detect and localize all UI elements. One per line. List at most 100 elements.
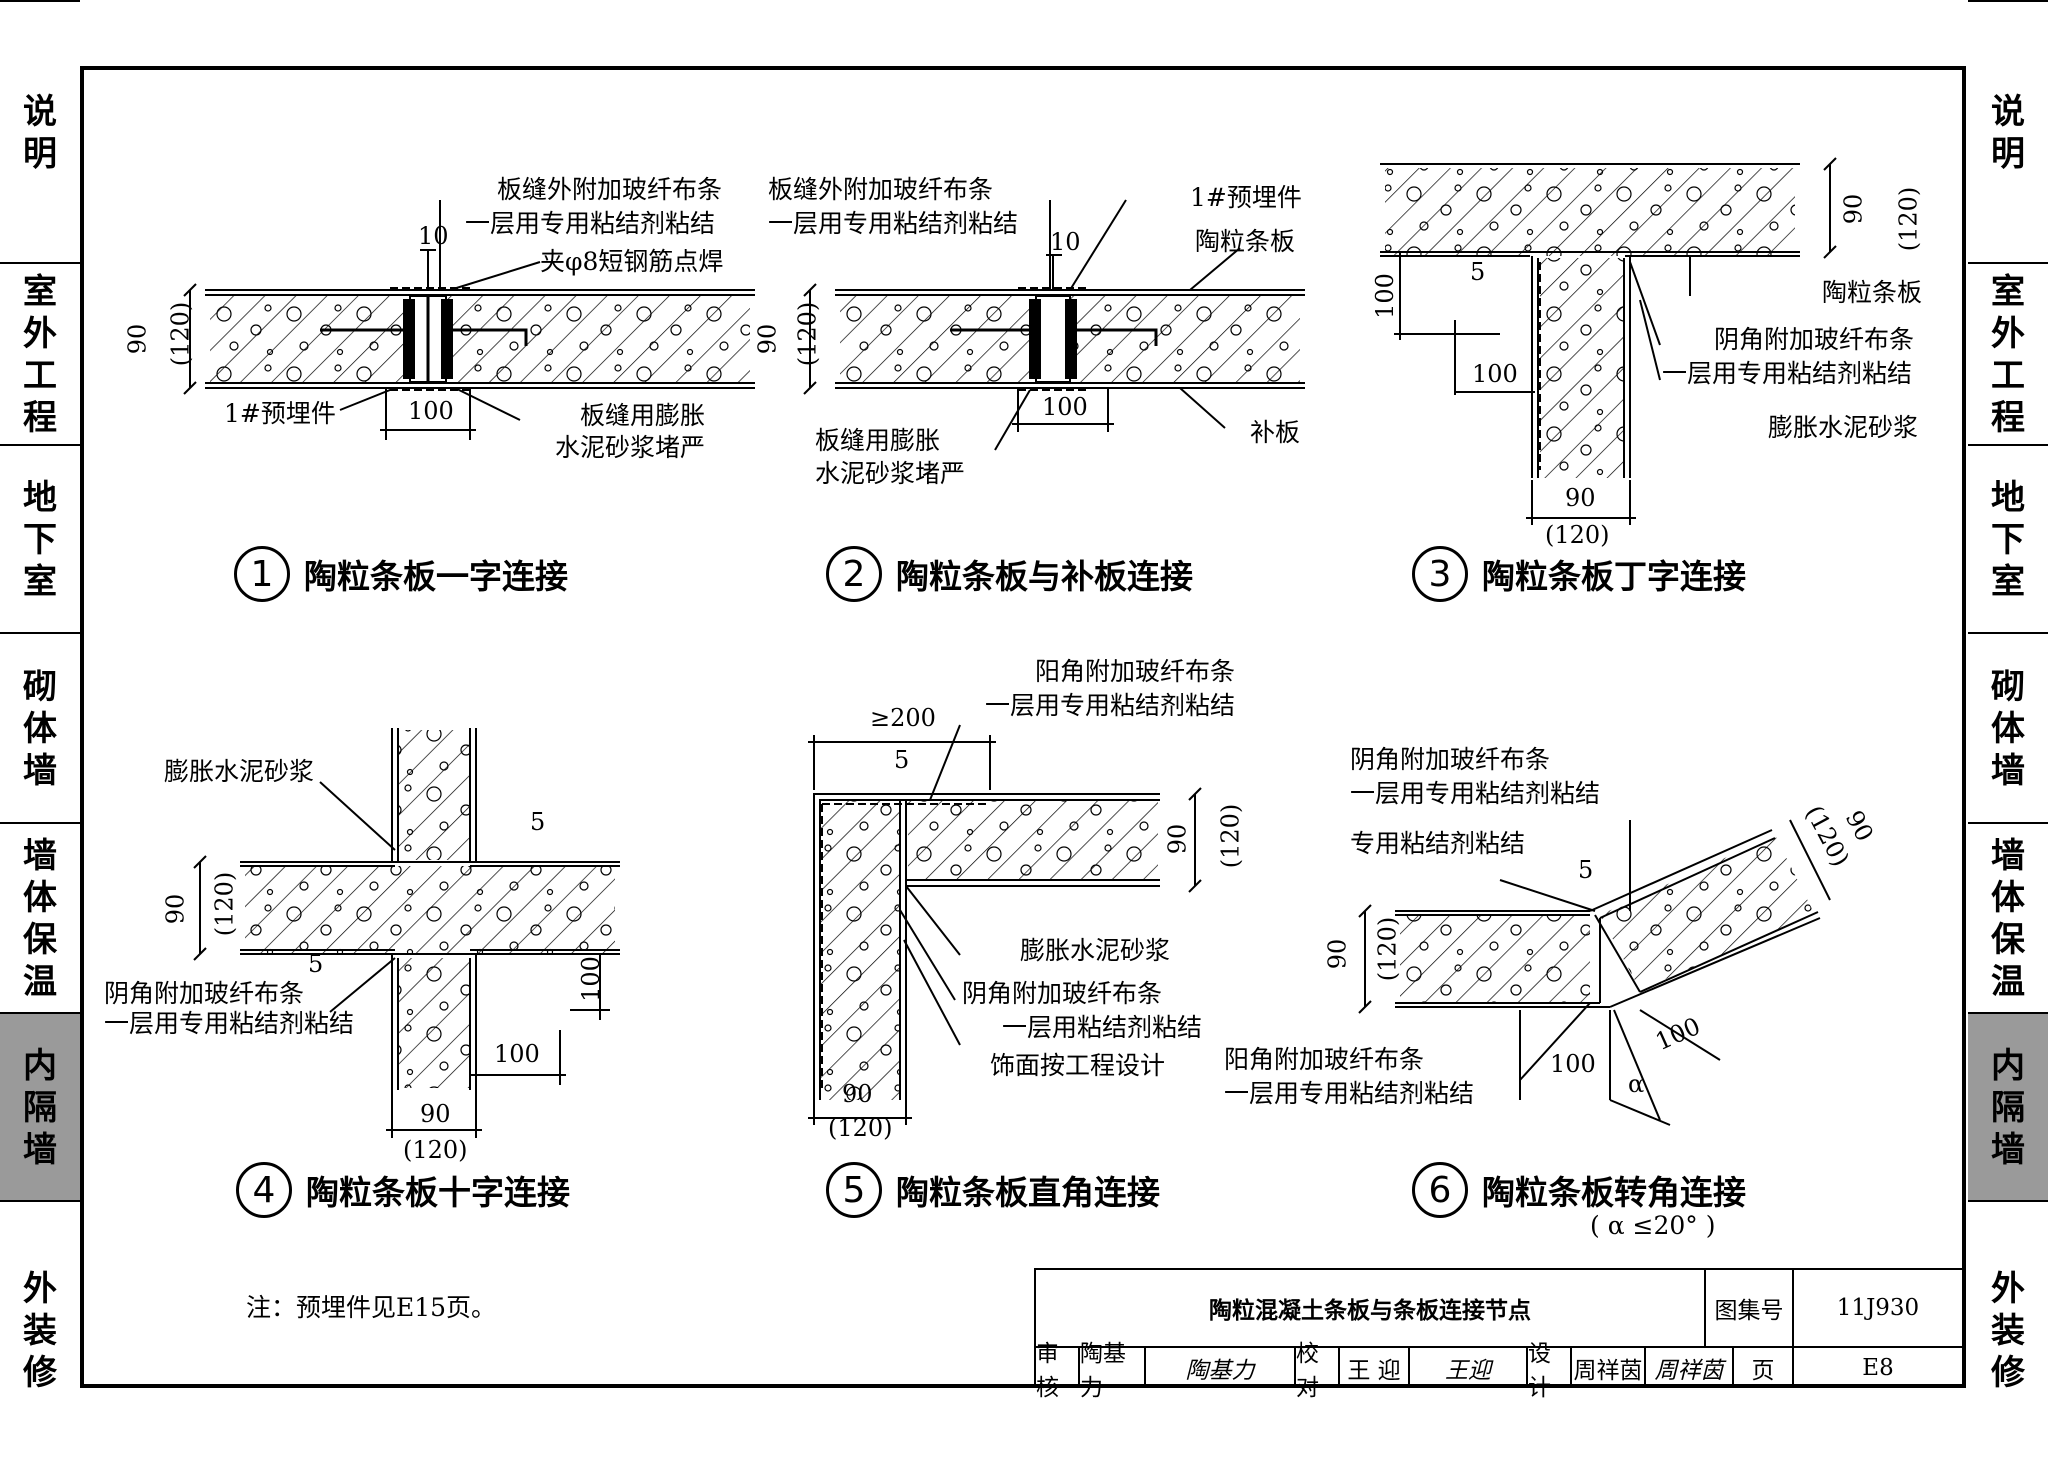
d4-dim-thick: 90	[161, 893, 190, 925]
section-tab-char: 墙	[1991, 836, 2025, 876]
section-tab-6[interactable]: 外装修	[1968, 1200, 2048, 1460]
d1-label-grout-1: 板缝用膨胀	[580, 401, 706, 430]
d6-label-fiber-strip: 阴角附加玻纤布条	[1350, 745, 1551, 774]
d2-label-patch: 补板	[1250, 418, 1301, 447]
section-tab-char: 墙	[1991, 751, 2025, 791]
d4-dim-strip-h: 100	[494, 1040, 540, 1068]
detail-1-drawing	[183, 200, 755, 440]
d2-dim-width: 100	[1042, 393, 1088, 421]
design-label: 设计	[1526, 1341, 1570, 1401]
d6-label-outer-strip: 阳角附加玻纤布条	[1224, 1045, 1425, 1074]
d1-label-fiber-strip: 板缝外附加玻纤布条	[497, 175, 723, 204]
section-tab-char: 外	[23, 1269, 57, 1309]
d2-label-panel: 陶粒条板	[1195, 227, 1296, 256]
section-tab-char: 墙	[23, 751, 57, 791]
checker-name: 王 迎	[1338, 1346, 1408, 1388]
section-tab-4[interactable]: 墙体保温	[1968, 822, 2048, 1014]
section-tab-3[interactable]: 砌体墙	[0, 632, 80, 824]
section-tab-4[interactable]: 墙体保温	[0, 822, 80, 1014]
drawing-title: 陶粒混凝土条板与条板连接节点	[1034, 1268, 1704, 1346]
d3-dim-wall: 90	[1565, 484, 1596, 512]
atlas-number: 11J930	[1792, 1268, 1964, 1346]
d5-dim-lap: ≥200	[870, 704, 936, 732]
section-tab-char: 程	[23, 398, 57, 438]
caption-detail-1-text: 陶粒条板一字连接	[304, 557, 568, 596]
section-tab-char: 室	[1991, 272, 2025, 312]
d3-label-panel: 陶粒条板	[1822, 278, 1923, 307]
checker-signature: 王迎	[1408, 1346, 1526, 1388]
d5-dim-thick-alt: (120)	[1216, 803, 1245, 869]
section-tab-char: 体	[1991, 878, 2025, 918]
d1-label-rebar: 夹φ8短钢筋点焊	[540, 247, 724, 276]
d5-dim-wall-alt: (120)	[828, 1114, 893, 1142]
section-tab-char: 保	[1991, 920, 2025, 960]
section-tab-1[interactable]: 室外工程	[1968, 262, 2048, 446]
section-tab-char: 地	[23, 478, 57, 518]
d2-dim-thick-alt: (120)	[793, 301, 822, 367]
d3-dim-wall-alt: (120)	[1545, 521, 1610, 549]
section-tab-6[interactable]: 外装修	[0, 1200, 80, 1460]
section-tab-char: 明	[1991, 134, 2025, 174]
d5-label-fiber-strip: 阳角附加玻纤布条	[1035, 657, 1236, 686]
d6-label-adhesive: 一层用专用粘结剂粘结	[1350, 779, 1601, 808]
section-tab-char: 修	[23, 1353, 57, 1393]
page-label: 页	[1732, 1346, 1792, 1388]
d6-label-special-adhesive: 专用粘结剂粘结	[1350, 829, 1526, 858]
section-tab-char: 下	[23, 520, 57, 560]
d4-dim-gap-top: 5	[530, 808, 546, 836]
section-tab-2[interactable]: 地下室	[1968, 444, 2048, 634]
d1-dim-gap: 10	[418, 222, 449, 250]
d4-label-grout: 膨胀水泥砂浆	[164, 757, 315, 786]
section-tab-2[interactable]: 地下室	[0, 444, 80, 634]
section-tab-char: 室	[23, 272, 57, 312]
d6-dim-thick: 90	[1323, 938, 1352, 970]
section-tab-char: 墙	[23, 1130, 57, 1170]
d4-label-fiber-strip: 阴角附加玻纤布条	[104, 979, 305, 1008]
d2-label-embed: 1#预埋件	[1190, 183, 1302, 212]
section-tab-char: 体	[23, 709, 57, 749]
section-tab-5[interactable]: 内隔墙	[1968, 1012, 2048, 1202]
section-tab-char: 明	[23, 134, 57, 174]
d4-dim-wall: 90	[420, 1100, 451, 1128]
section-tab-5[interactable]: 内隔墙	[0, 1012, 80, 1202]
detail-6-drawing	[1358, 819, 1831, 1126]
d3-dim-gap: 5	[1470, 258, 1486, 286]
d5-label-grout: 膨胀水泥砂浆	[1020, 936, 1171, 965]
d4-dim-thick-alt: (120)	[210, 871, 239, 937]
d1-label-adhesive: 一层用专用粘结剂粘结	[465, 209, 716, 238]
d2-label-grout-2: 水泥砂浆堵严	[815, 459, 966, 488]
section-tab-char: 体	[23, 878, 57, 918]
section-tab-char: 砌	[1991, 667, 2025, 707]
d4-label-adhesive: 一层用专用粘结剂粘结	[104, 1009, 355, 1038]
d1-dim-width: 100	[408, 397, 454, 425]
d5-dim-gap: 5	[894, 746, 910, 774]
section-tab-char: 外	[1991, 314, 2025, 354]
caption-detail-4: 4 陶粒条板十字连接	[236, 1162, 570, 1218]
section-tab-0[interactable]: 说明	[1968, 0, 2048, 264]
detail-3-drawing	[1380, 157, 1837, 525]
d3-label-fiber-strip: 阴角附加玻纤布条	[1714, 325, 1915, 354]
caption-detail-5-text: 陶粒条板直角连接	[896, 1173, 1160, 1212]
detail-number-6: 6	[1412, 1162, 1468, 1218]
d6-dim-angle: α	[1628, 1070, 1645, 1098]
d5-label-adhesive: 一层用专用粘结剂粘结	[985, 691, 1236, 720]
d4-dim-wall-alt: (120)	[403, 1136, 468, 1164]
d1-label-embed: 1#预埋件	[224, 399, 336, 428]
section-tab-char: 工	[1991, 356, 2025, 396]
d6-label-outer-adhesive: 一层用专用粘结剂粘结	[1224, 1079, 1475, 1108]
section-tab-char: 隔	[1991, 1088, 2025, 1128]
d6-dim-strip-h: 100	[1550, 1050, 1596, 1078]
d3-dim-thick-alt: (120)	[1894, 186, 1923, 252]
section-tab-char: 工	[23, 356, 57, 396]
section-tab-1[interactable]: 室外工程	[0, 262, 80, 446]
section-tab-char: 保	[23, 920, 57, 960]
caption-detail-5: 5 陶粒条板直角连接	[826, 1162, 1160, 1218]
detail-number-1: 1	[234, 546, 290, 602]
section-tab-char: 说	[1991, 92, 2025, 132]
d2-label-adhesive: 一层用专用粘结剂粘结	[768, 209, 1019, 238]
d1-label-grout-2: 水泥砂浆堵严	[555, 433, 706, 462]
section-tab-0[interactable]: 说明	[0, 0, 80, 264]
section-tab-3[interactable]: 砌体墙	[1968, 632, 2048, 824]
caption-detail-6-text: 陶粒条板转角连接	[1482, 1173, 1746, 1212]
